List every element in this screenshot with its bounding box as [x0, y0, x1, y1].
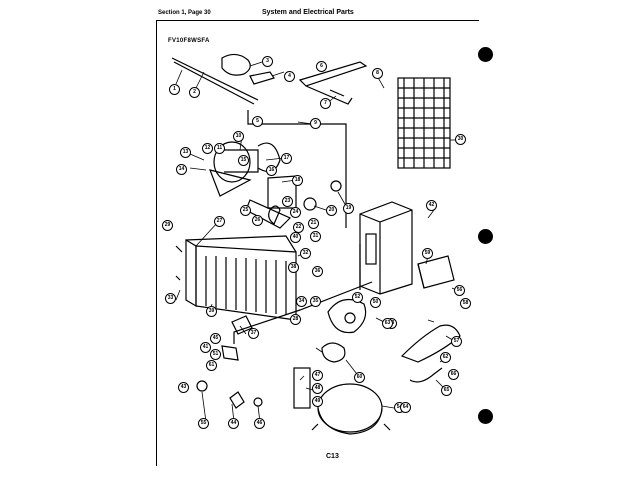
callout-bubble: 63 — [382, 318, 393, 329]
section-page-label: Section 1, Page 30 — [158, 10, 211, 16]
callout-bubble: 21 — [308, 218, 319, 229]
callout-bubble: 7 — [320, 98, 331, 109]
drain-tube-part — [171, 53, 275, 105]
callout-bubble: 55 — [198, 418, 209, 429]
callout-bubble: 64 — [400, 402, 411, 413]
callout-bubble: 2 — [189, 87, 200, 98]
callout-bubble: 47 — [312, 370, 323, 381]
callout-bubble: 26 — [252, 215, 263, 226]
callout-bubble: 35 — [310, 296, 321, 307]
callout-bubble: 16 — [266, 165, 277, 176]
callout-bubble: 62 — [440, 352, 451, 363]
page-title: System and Electrical Parts — [262, 9, 354, 16]
callout-bubble: 60 — [354, 372, 365, 383]
callout-bubble: 14 — [176, 164, 187, 175]
cabinet-box-icon — [359, 201, 413, 295]
model-number: FV10F8WSFA — [168, 38, 210, 44]
callout-bubble: 23 — [282, 196, 293, 207]
relay-overload-icon — [293, 342, 346, 409]
wiring-harness-icon — [400, 324, 461, 383]
callout-bubble: 19 — [343, 203, 354, 214]
callout-bubble: 51 — [210, 349, 221, 360]
callout-bubble: 66 — [448, 369, 459, 380]
callout-bubble: 1 — [169, 84, 180, 95]
callout-bubble: 45 — [210, 333, 221, 344]
callout-bubble: 36 — [312, 266, 323, 277]
condenser-fan-motor-icon — [327, 298, 367, 334]
callout-bubble: 40 — [290, 232, 301, 243]
callout-bubble: 56 — [454, 285, 465, 296]
callout-bubble: 29 — [162, 220, 173, 231]
callout-bubble: 30 — [455, 134, 466, 145]
callout-bubble: 38 — [288, 262, 299, 273]
callout-bubble: 15 — [238, 155, 249, 166]
callout-bubble: 33 — [165, 293, 176, 304]
callout-bubble: 3 — [262, 56, 273, 67]
compressor-icon — [311, 383, 391, 435]
callout-bubble: 50 — [370, 297, 381, 308]
callout-bubble: 65 — [441, 385, 452, 396]
callout-bubble: 5 — [252, 116, 263, 127]
callout-bubble: 10 — [233, 131, 244, 142]
page-code: C13 — [326, 453, 339, 460]
callout-bubble: 48 — [312, 383, 323, 394]
callout-bubble: 46 — [254, 418, 265, 429]
callout-bubble: 61 — [206, 360, 217, 371]
condenser-coil-icon — [185, 235, 297, 321]
mounting-channel — [298, 61, 368, 105]
diagram-frame — [156, 20, 479, 466]
callout-bubble: 39 — [206, 306, 217, 317]
callout-bubble: 52 — [352, 292, 363, 303]
callout-bubble: 17 — [281, 153, 292, 164]
callout-bubble: 43 — [178, 382, 189, 393]
control-box-icon — [417, 255, 455, 289]
callout-bubble: 13 — [180, 147, 191, 158]
callout-bubble: 41 — [200, 342, 211, 353]
punch-hole-middle — [478, 229, 493, 244]
evaporator-coil-icon — [397, 77, 451, 169]
callout-bubble: 27 — [214, 216, 225, 227]
callout-bubble: 57 — [451, 336, 462, 347]
divider-line-lower — [233, 281, 373, 344]
callout-bubble: 12 — [202, 143, 213, 154]
callout-bubble: 18 — [292, 175, 303, 186]
callout-bubble: 4 — [284, 71, 295, 82]
callout-bubble: 11 — [214, 143, 225, 154]
callout-bubble: 8 — [372, 68, 383, 79]
callout-bubble: 49 — [312, 396, 323, 407]
callout-bubble: 6 — [316, 61, 327, 72]
callout-bubble: 42 — [426, 200, 437, 211]
callout-bubble: 24 — [290, 207, 301, 218]
callout-bubble: 20 — [326, 205, 337, 216]
callout-bubble: 9 — [310, 118, 321, 129]
punch-hole-top — [478, 47, 493, 62]
callout-bubble: 25 — [240, 205, 251, 216]
divider-line — [247, 110, 347, 228]
callout-bubble: 44 — [228, 418, 239, 429]
callout-bubble: 58 — [460, 298, 471, 309]
callout-bubble: 34 — [296, 296, 307, 307]
callout-bubble: 32 — [300, 248, 311, 259]
callout-bubble: 31 — [310, 231, 321, 242]
callout-bubble: 28 — [290, 314, 301, 325]
callout-bubble: 59 — [422, 248, 433, 259]
punch-hole-bottom — [478, 409, 493, 424]
callout-bubble: 37 — [248, 328, 259, 339]
